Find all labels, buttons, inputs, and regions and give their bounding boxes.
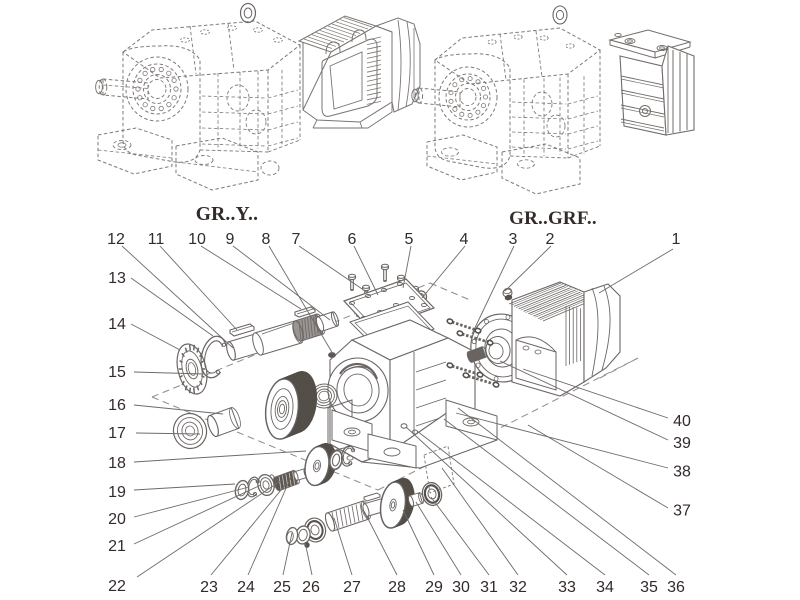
svg-text:40: 40	[673, 413, 691, 430]
svg-text:31: 31	[480, 579, 498, 596]
svg-text:9: 9	[226, 231, 235, 248]
svg-text:2: 2	[546, 231, 555, 248]
svg-text:21: 21	[108, 538, 126, 555]
svg-text:6: 6	[348, 231, 357, 248]
svg-text:28: 28	[388, 579, 406, 596]
svg-text:14: 14	[108, 316, 126, 333]
svg-text:34: 34	[596, 579, 614, 596]
svg-text:10: 10	[188, 231, 206, 248]
svg-text:13: 13	[108, 270, 126, 287]
svg-text:32: 32	[509, 579, 527, 596]
svg-text:24: 24	[237, 579, 255, 596]
svg-text:29: 29	[425, 579, 443, 596]
svg-text:17: 17	[108, 425, 126, 442]
svg-text:12: 12	[107, 231, 125, 248]
svg-text:22: 22	[108, 578, 126, 595]
svg-text:18: 18	[108, 455, 126, 472]
svg-text:20: 20	[108, 511, 126, 528]
svg-text:33: 33	[558, 579, 576, 596]
svg-text:11: 11	[148, 231, 165, 248]
svg-text:1: 1	[672, 231, 681, 248]
svg-text:16: 16	[108, 397, 126, 414]
svg-text:GR..GRF..: GR..GRF..	[509, 208, 597, 229]
svg-text:7: 7	[292, 231, 301, 248]
svg-text:15: 15	[108, 364, 126, 381]
svg-text:23: 23	[200, 579, 218, 596]
svg-text:19: 19	[108, 484, 126, 501]
svg-text:39: 39	[673, 435, 691, 452]
svg-text:25: 25	[273, 579, 291, 596]
svg-text:27: 27	[343, 579, 361, 596]
svg-text:35: 35	[640, 579, 658, 596]
svg-text:GR..Y..: GR..Y..	[196, 204, 258, 225]
svg-text:37: 37	[673, 503, 691, 520]
svg-text:3: 3	[509, 231, 518, 248]
svg-text:26: 26	[302, 579, 320, 596]
svg-text:8: 8	[262, 231, 271, 248]
svg-text:4: 4	[460, 231, 469, 248]
svg-text:30: 30	[452, 579, 470, 596]
svg-text:36: 36	[667, 579, 685, 596]
svg-text:38: 38	[673, 464, 691, 481]
svg-text:5: 5	[405, 231, 414, 248]
